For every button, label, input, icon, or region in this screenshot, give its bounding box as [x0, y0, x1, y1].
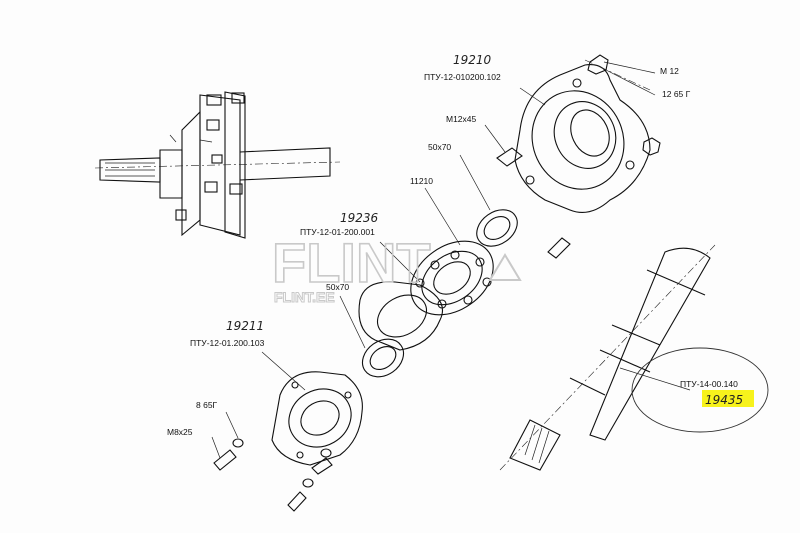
label-bearing: 11210 — [410, 176, 433, 186]
label-m12: М 12 — [660, 66, 679, 76]
label-washer-12: 12 65 Г — [662, 89, 691, 99]
flange-housing-top — [496, 54, 661, 213]
seal-bottom — [361, 338, 405, 378]
shaft — [499, 244, 716, 471]
flange-housing-bottom — [271, 371, 363, 466]
label-part-01-200-001: ПТУ-12-01-200.001 — [300, 227, 375, 237]
highlight-19435 — [702, 390, 754, 407]
label-m8x25: М8х25 — [167, 427, 193, 437]
bottom-fasteners — [213, 237, 571, 512]
seal-top — [476, 209, 518, 247]
bearing — [410, 240, 494, 316]
handwritten-19211: 19211 — [226, 319, 264, 333]
watermark-sub: FLINT.EE — [274, 289, 335, 305]
annotation-circle — [631, 347, 769, 433]
watermark-main: FLINT — [272, 231, 431, 294]
watermark-logo-icon — [488, 253, 522, 281]
flange-plate — [358, 281, 444, 351]
handwritten-19435: 19435 — [705, 393, 743, 407]
assembled-view — [94, 91, 341, 239]
label-washer-8: 8 65Г — [196, 400, 218, 410]
label-m12x45: М12х45 — [446, 114, 477, 124]
leader-lines — [211, 61, 691, 459]
handwritten-19236: 19236 — [340, 211, 379, 225]
label-part-01-200-103: ПТУ-12-01.200.103 — [190, 338, 265, 348]
label-part-14-00-140: ПТУ-14-00.140 — [680, 379, 738, 389]
label-seal-top: 50х70 — [428, 142, 451, 152]
label-seal-bottom: 50х70 — [326, 282, 349, 292]
label-part-010200: ПТУ-12-010200.102 — [424, 72, 501, 82]
handwritten-19210: 19210 — [453, 53, 492, 67]
